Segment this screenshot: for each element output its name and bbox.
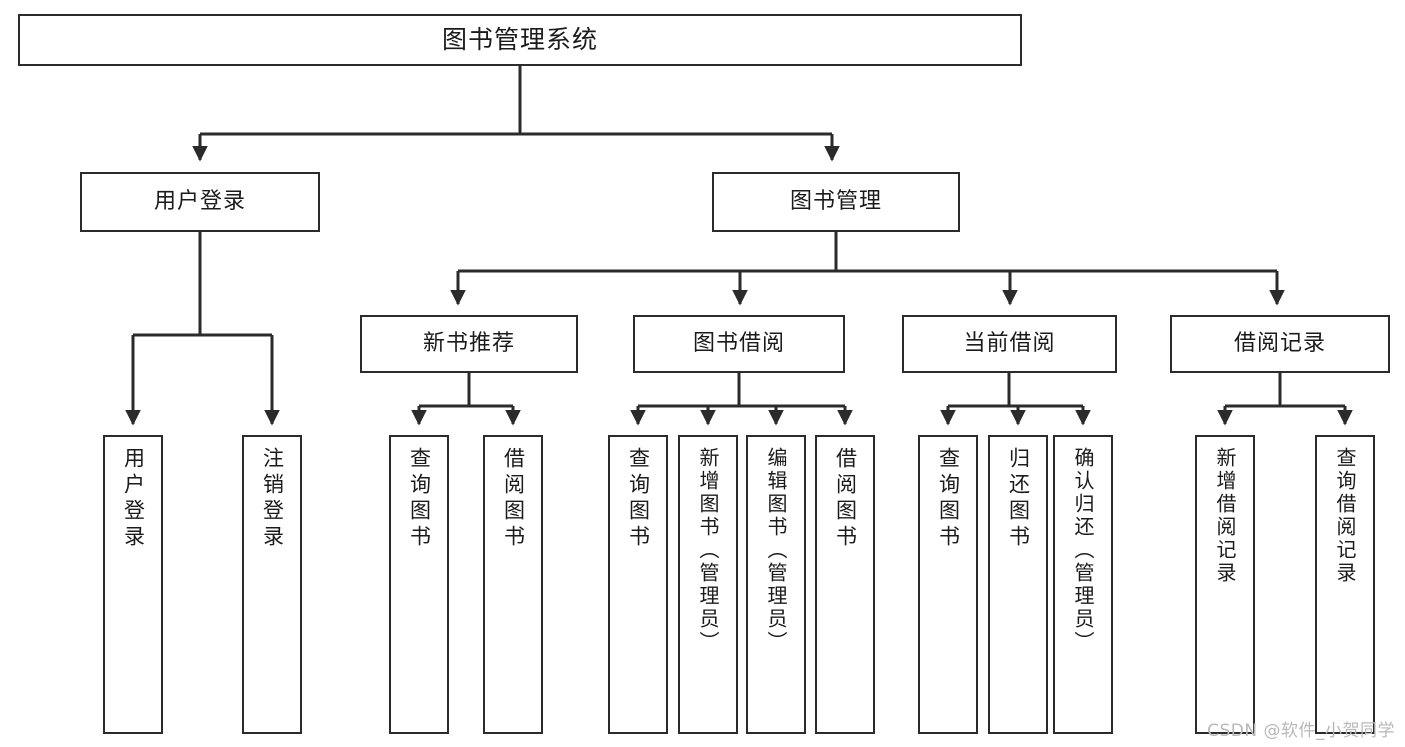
node-label: 图书借阅 [692, 331, 785, 357]
leaf-logout[interactable]: 注销登录 [242, 435, 302, 734]
node-label: 编辑图书（管理员） [764, 447, 788, 654]
leaf-add-borrow-record[interactable]: 新增借阅记录 [1195, 435, 1255, 734]
node-label: 借阅记录 [1233, 331, 1326, 357]
node-user-login[interactable]: 用户登录 [80, 172, 320, 232]
leaf-user-login[interactable]: 用户登录 [103, 435, 163, 734]
leaf-query-book-borrow[interactable]: 查询图书 [608, 435, 668, 734]
node-label: 用户登录 [121, 447, 146, 551]
node-label: 图书管理系统 [441, 25, 598, 55]
node-label: 查询图书 [407, 447, 432, 551]
leaf-add-book-admin[interactable]: 新增图书（管理员） [678, 435, 738, 734]
node-label: 借阅图书 [501, 447, 526, 551]
leaf-query-book-rec[interactable]: 查询图书 [389, 435, 449, 734]
node-label: 归还图书 [1006, 447, 1031, 551]
node-label: 新增图书（管理员） [696, 447, 720, 654]
leaf-query-book-current[interactable]: 查询图书 [918, 435, 978, 734]
node-new-book-recommend[interactable]: 新书推荐 [360, 315, 578, 373]
leaf-confirm-return-admin[interactable]: 确认归还（管理员） [1053, 435, 1113, 734]
node-label: 新增借阅记录 [1213, 447, 1237, 585]
node-borrow-record[interactable]: 借阅记录 [1170, 315, 1390, 373]
leaf-edit-book-admin[interactable]: 编辑图书（管理员） [746, 435, 806, 734]
leaf-query-borrow-record[interactable]: 查询借阅记录 [1315, 435, 1375, 734]
node-label: 查询借阅记录 [1333, 447, 1357, 585]
node-book-management[interactable]: 图书管理 [712, 172, 960, 232]
node-label: 新书推荐 [422, 331, 515, 357]
node-root-system[interactable]: 图书管理系统 [18, 14, 1022, 66]
node-current-borrow[interactable]: 当前借阅 [902, 315, 1117, 373]
node-label: 查询图书 [936, 447, 961, 551]
leaf-borrow-book-rec[interactable]: 借阅图书 [483, 435, 543, 734]
node-book-borrow[interactable]: 图书借阅 [633, 315, 845, 373]
leaf-borrow-book[interactable]: 借阅图书 [815, 435, 875, 734]
leaf-return-book[interactable]: 归还图书 [988, 435, 1048, 734]
node-label: 图书管理 [789, 189, 882, 215]
node-label: 当前借阅 [963, 331, 1056, 357]
node-label: 注销登录 [260, 447, 285, 551]
node-label: 借阅图书 [833, 447, 858, 551]
node-label: 用户登录 [153, 189, 246, 215]
node-label: 确认归还（管理员） [1071, 447, 1095, 654]
node-label: 查询图书 [626, 447, 651, 551]
